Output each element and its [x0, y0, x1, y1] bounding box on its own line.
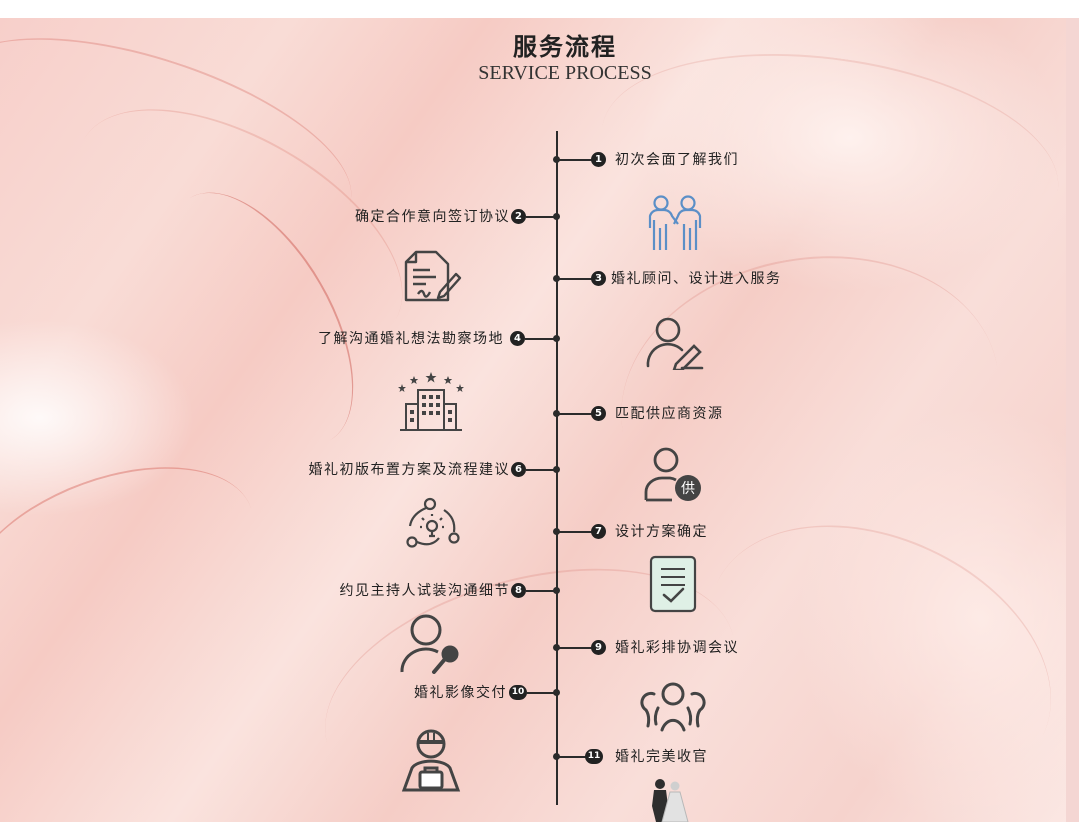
connector-line	[557, 159, 593, 161]
step-label: 婚礼影像交付	[414, 685, 507, 701]
timeline-step-11: 11 婚礼完美收官	[553, 747, 753, 767]
marble-background	[0, 18, 1066, 822]
page-subtitle: SERVICE PROCESS	[478, 62, 652, 84]
step-number-badge: 3	[591, 271, 606, 286]
timeline-step-7: 7 设计方案确定	[553, 522, 753, 542]
timeline-step-9: 9 婚礼彩排协调会议	[553, 638, 793, 658]
step-label: 婚礼初版布置方案及流程建议	[308, 462, 510, 478]
axis-dot	[553, 587, 560, 594]
axis-dot	[553, 466, 560, 473]
step-number-badge: 5	[591, 406, 606, 421]
axis-dot	[553, 335, 560, 342]
step-number-badge: 2	[511, 209, 526, 224]
connector-line	[525, 338, 556, 340]
step-label: 婚礼彩排协调会议	[615, 640, 739, 656]
step-label: 婚礼顾问、设计进入服务	[611, 271, 782, 287]
timeline-step-4: 了解沟通婚礼想法勘察场地 4	[300, 329, 560, 349]
step-label: 匹配供应商资源	[615, 406, 724, 422]
timeline-step-2: 确定合作意向签订协议 2	[320, 207, 560, 227]
timeline-step-5: 5 匹配供应商资源	[553, 404, 773, 424]
axis-dot	[553, 753, 560, 760]
step-label: 婚礼完美收官	[615, 749, 708, 765]
axis-dot	[553, 528, 560, 535]
step-number-badge: 8	[511, 583, 526, 598]
step-label: 初次会面了解我们	[615, 152, 739, 168]
connector-line	[526, 692, 556, 694]
connector-line	[557, 647, 593, 649]
signed-document-icon	[404, 250, 462, 302]
connector-line	[557, 278, 593, 280]
timeline-step-8: 约见主持人试装沟通细节 8	[300, 581, 560, 601]
host-microphone-icon	[400, 614, 459, 674]
venue-building-icon	[398, 372, 464, 431]
connector-line	[557, 756, 587, 758]
step-number-badge: 4	[510, 331, 525, 346]
two-people-icon	[648, 195, 702, 250]
step-number-badge: 1	[591, 152, 606, 167]
connector-line	[557, 531, 593, 533]
timeline-step-1: 1 初次会面了解我们	[553, 150, 773, 170]
axis-dot	[553, 410, 560, 417]
step-number-badge: 10	[509, 685, 527, 700]
svg-text:供: 供	[681, 481, 695, 497]
connector-line	[557, 413, 593, 415]
user-edit-icon	[646, 317, 704, 370]
step-number-badge: 7	[591, 524, 606, 539]
step-label: 设计方案确定	[615, 524, 708, 540]
axis-dot	[553, 156, 560, 163]
axis-dot	[553, 275, 560, 282]
step-number-badge: 9	[591, 640, 606, 655]
supplier-user-icon: 供	[644, 447, 701, 502]
step-label: 确定合作意向签订协议	[355, 209, 510, 225]
approved-document-icon	[649, 555, 697, 613]
step-number-badge: 11	[585, 749, 603, 764]
connector-line	[526, 590, 556, 592]
timeline-step-3: 3 婚礼顾问、设计进入服务	[553, 269, 813, 289]
axis-dot	[553, 213, 560, 220]
page-title: 服务流程	[513, 33, 617, 61]
step-number-badge: 6	[511, 462, 526, 477]
timeline-step-6: 婚礼初版布置方案及流程建议 6	[280, 460, 560, 480]
axis-dot	[553, 644, 560, 651]
wedding-couple-icon	[652, 779, 689, 822]
step-label: 约见主持人试装沟通细节	[339, 583, 510, 599]
timeline-step-10: 婚礼影像交付 10	[380, 683, 560, 703]
step-label: 了解沟通婚礼想法勘察场地	[318, 331, 504, 347]
connector-line	[526, 216, 556, 218]
connector-line	[526, 469, 556, 471]
axis-dot	[553, 689, 560, 696]
meeting-group-icon	[640, 682, 706, 732]
idea-flow-icon	[406, 497, 460, 548]
photographer-icon	[401, 729, 461, 792]
page-edge-strip	[1066, 18, 1079, 822]
